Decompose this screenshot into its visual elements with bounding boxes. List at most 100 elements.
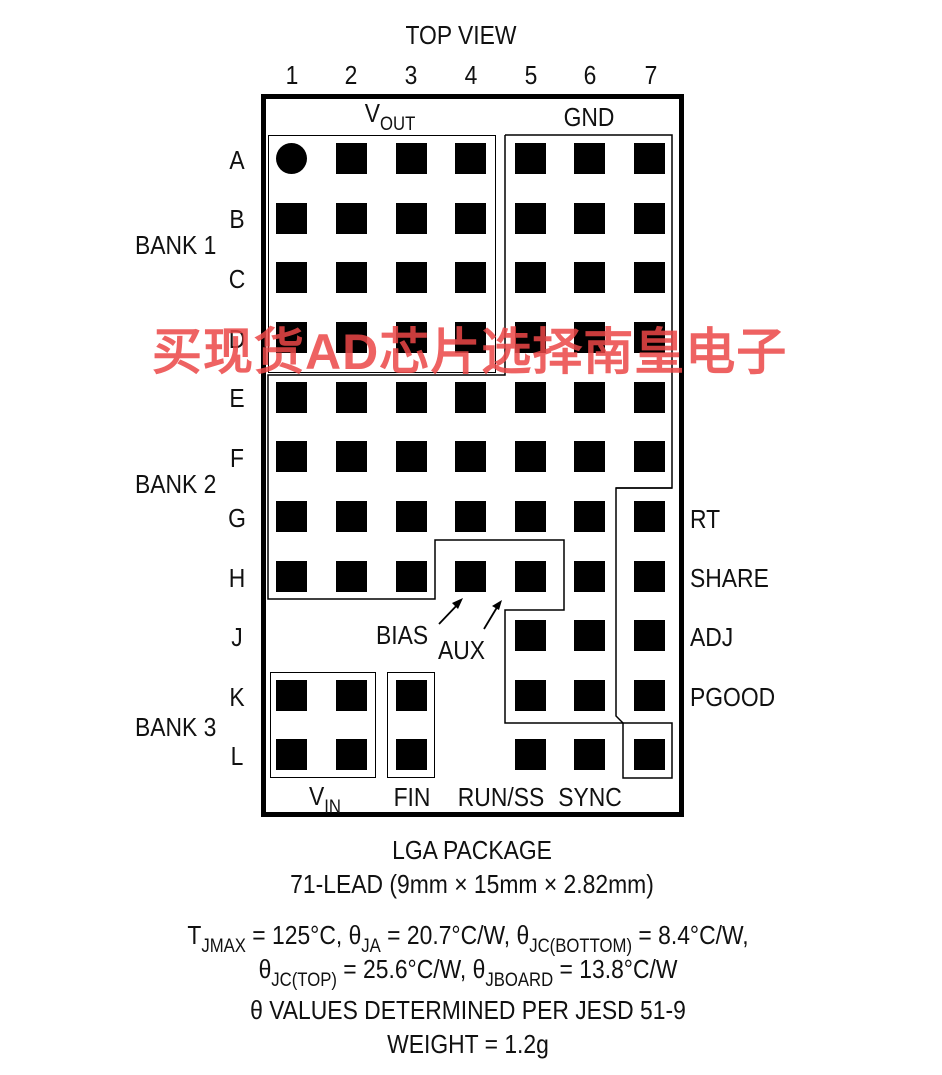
pad-j5 <box>515 620 546 651</box>
fin-label: FIN <box>393 782 431 812</box>
rt-label: RT <box>690 504 721 534</box>
pad-f2 <box>336 441 367 472</box>
bias-label: BIAS <box>376 620 429 650</box>
aux-label: AUX <box>438 635 486 665</box>
pad-h2 <box>336 561 367 592</box>
thermal-line1: TJMAX = 125°C, θJA = 20.7°C/W, θJC(BOTTO… <box>187 920 749 957</box>
thermal-line2: θJC(TOP) = 25.6°C/W, θJBOARD = 13.8°C/W <box>258 954 678 991</box>
pad-b1 <box>276 203 307 234</box>
vin-group-outline <box>270 672 376 778</box>
pad-c4 <box>455 262 486 293</box>
pad-f5 <box>515 441 546 472</box>
row-label: A <box>229 145 245 175</box>
pad-k5 <box>515 680 546 711</box>
pad-k6 <box>574 680 605 711</box>
pad-a6 <box>574 143 605 174</box>
pad-k3 <box>396 680 427 711</box>
watermark-text: 买现货AD芯片选择南皇电子 <box>152 324 788 380</box>
pad-l2 <box>336 739 367 770</box>
pad-a3 <box>396 143 427 174</box>
pad-f1 <box>276 441 307 472</box>
pad-j6 <box>574 620 605 651</box>
pgood-label: PGOOD <box>690 682 776 712</box>
pad-g4 <box>455 501 486 532</box>
sync-label: SYNC <box>558 782 622 812</box>
pad-g2 <box>336 501 367 532</box>
adj-label: ADJ <box>690 622 734 652</box>
column-label: 6 <box>583 60 597 90</box>
pad-l3 <box>396 739 427 770</box>
pad-d5 <box>515 322 546 353</box>
pad-c1 <box>276 262 307 293</box>
pad-f4 <box>455 441 486 472</box>
pad-h5-aux <box>515 561 546 592</box>
weight-line: WEIGHT = 1.2g <box>387 1029 549 1059</box>
pad-k2 <box>336 680 367 711</box>
pad-l5 <box>515 739 546 770</box>
column-label: 5 <box>524 60 538 90</box>
bank-label: BANK 1 <box>135 230 217 260</box>
pad-d2 <box>336 322 367 353</box>
pad-c3 <box>396 262 427 293</box>
gnd-label: GND <box>563 102 615 132</box>
row-label: E <box>229 383 245 413</box>
pad-b5 <box>515 203 546 234</box>
pad-h3 <box>396 561 427 592</box>
pad-e7 <box>634 382 665 413</box>
pad-e4 <box>455 382 486 413</box>
pad-l7 <box>634 739 665 770</box>
pad-a2 <box>336 143 367 174</box>
pad-a4 <box>455 143 486 174</box>
vout-label: VOUT <box>364 98 416 135</box>
pad-g7-rt <box>634 501 665 532</box>
column-label: 7 <box>644 60 658 90</box>
pad-b3 <box>396 203 427 234</box>
bank2-region-outline <box>267 135 623 724</box>
pad-d1 <box>276 322 307 353</box>
bias-arrowhead <box>452 598 463 609</box>
pad-a5 <box>515 143 546 174</box>
bank-label: BANK 2 <box>135 469 217 499</box>
package-outline <box>261 94 684 817</box>
row-label: C <box>228 264 246 294</box>
pad-e5 <box>515 382 546 413</box>
theta-note: θ VALUES DETERMINED PER JESD 51-9 <box>250 995 686 1025</box>
pad-c2 <box>336 262 367 293</box>
pad-l1 <box>276 739 307 770</box>
pad-e2 <box>336 382 367 413</box>
pad-l6 <box>574 739 605 770</box>
package-line2: 71-LEAD (9mm × 15mm × 2.82mm) <box>290 869 654 899</box>
aux-arrowhead <box>492 600 502 610</box>
row-label: H <box>228 563 246 593</box>
bank-label: BANK 3 <box>135 712 217 742</box>
pad-d4 <box>455 322 486 353</box>
row-label: G <box>228 503 246 533</box>
row-label: D <box>228 324 246 354</box>
pad-d6 <box>574 322 605 353</box>
l7-pad-outline <box>622 722 673 779</box>
pad-e3 <box>396 382 427 413</box>
pad-h7-share <box>634 561 665 592</box>
fin-group-outline <box>387 672 435 778</box>
pad-k7-pgood <box>634 680 665 711</box>
pad-f7 <box>634 441 665 472</box>
package-line1: LGA PACKAGE <box>392 835 552 865</box>
pad-d3 <box>396 322 427 353</box>
pad-a1-pin1-marker <box>276 143 307 174</box>
vout-group-outline <box>268 135 496 373</box>
pad-k1 <box>276 680 307 711</box>
pad-g5 <box>515 501 546 532</box>
column-label: 2 <box>344 60 358 90</box>
pad-b6 <box>574 203 605 234</box>
vin-label: VIN <box>309 781 341 818</box>
pad-c6 <box>574 262 605 293</box>
pad-f6 <box>574 441 605 472</box>
pad-c7 <box>634 262 665 293</box>
pad-g6 <box>574 501 605 532</box>
pad-c5 <box>515 262 546 293</box>
pad-b4 <box>455 203 486 234</box>
view-label: TOP VIEW <box>405 20 517 50</box>
pad-j7-adj <box>634 620 665 651</box>
pad-f3 <box>396 441 427 472</box>
pad-e1 <box>276 382 307 413</box>
